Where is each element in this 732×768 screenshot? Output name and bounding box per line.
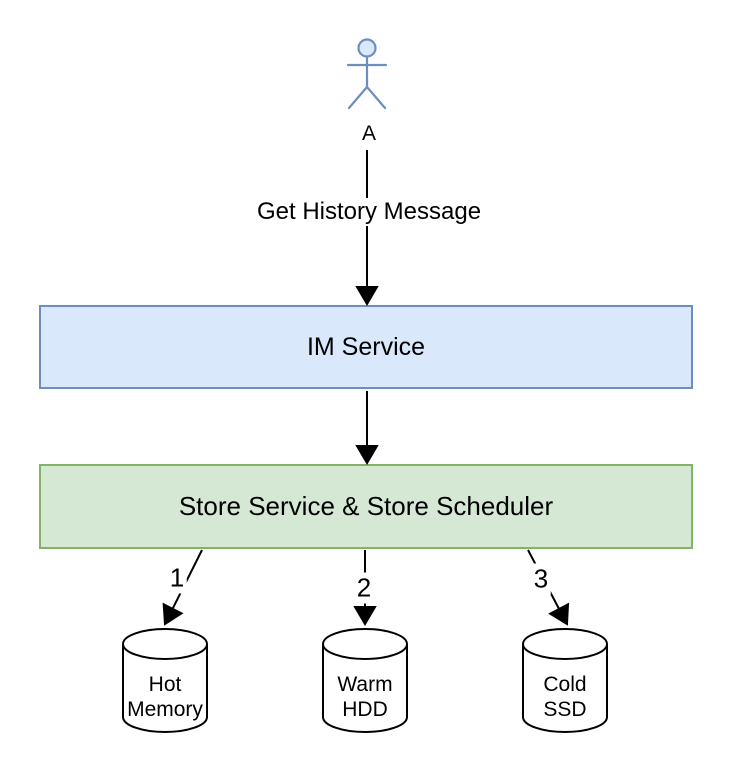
hot-memory-label: Hot Memory (105, 672, 225, 722)
warm-hdd-label: Warm HDD (305, 672, 425, 722)
edge-3-label: 3 (530, 563, 552, 595)
hot-memory-label-line2: Memory (127, 698, 203, 721)
edge-1-arrow (162, 549, 203, 626)
database-cylinder-cold (522, 628, 608, 733)
database-cylinder-warm (322, 628, 408, 733)
im-service-label: IM Service (306, 332, 426, 361)
cold-ssd-label: Cold SSD (505, 672, 625, 722)
im-service-node: IM Service (39, 305, 693, 389)
cold-ssd-label-line2: SSD (543, 698, 587, 721)
edge-2-label: 2 (353, 572, 375, 604)
im-to-store-arrow (355, 391, 379, 465)
warm-hdd-label-line2: HDD (342, 698, 388, 721)
get-history-arrow-label: Get History Message (253, 198, 485, 226)
actor-icon (346, 38, 388, 110)
database-cylinder-hot (122, 628, 208, 733)
store-service-label: Store Service & Store Scheduler (178, 491, 554, 521)
warm-hdd-label-line1: Warm (337, 673, 393, 696)
actor-label: A (361, 122, 377, 145)
get-history-arrow (355, 150, 379, 306)
cold-ssd-label-line1: Cold (543, 673, 587, 696)
hot-memory-label-line1: Hot (148, 673, 182, 696)
edge-1-label: 1 (166, 562, 188, 594)
store-service-node: Store Service & Store Scheduler (39, 464, 693, 549)
